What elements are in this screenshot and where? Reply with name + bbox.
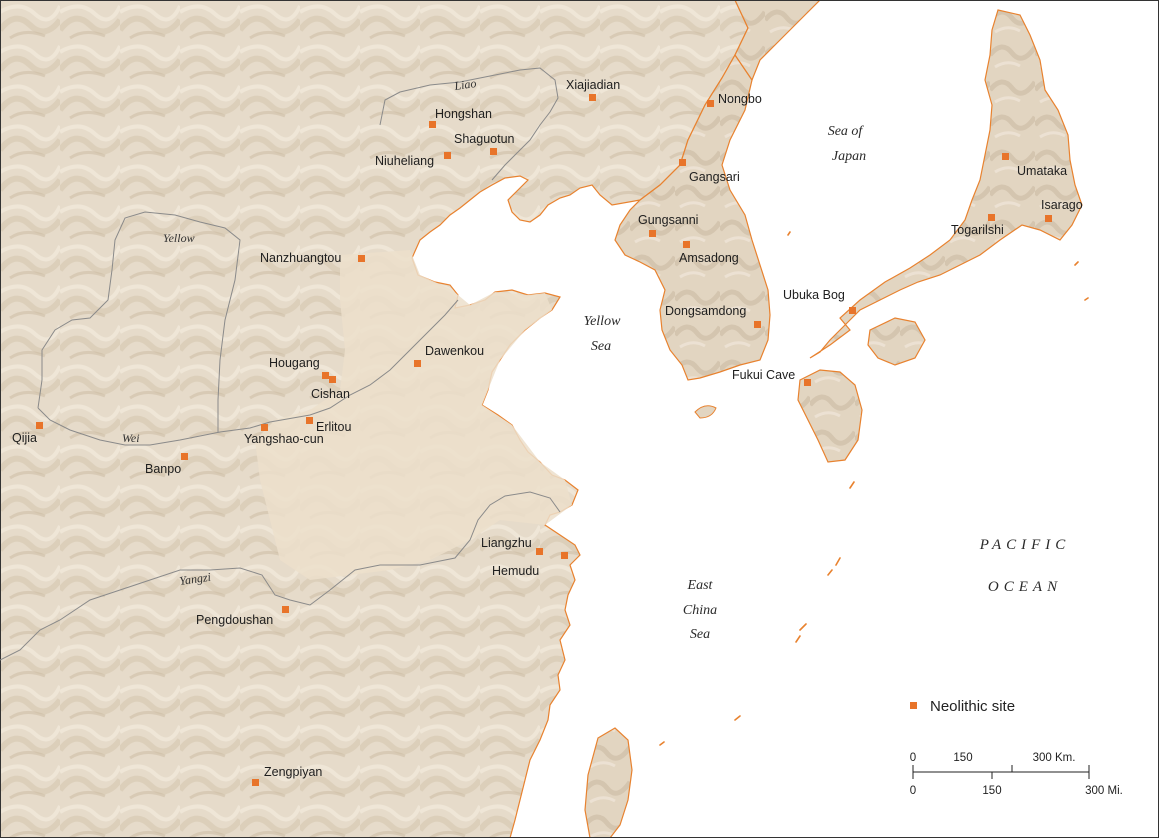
scale-bar: [912, 765, 1090, 779]
east-china-sea-label-1: East: [687, 578, 714, 593]
site-label-niuheliang: Niuheliang: [375, 154, 434, 168]
site-label-gangsari: Gangsari: [689, 170, 740, 184]
site-label-hemudu: Hemudu: [492, 564, 539, 578]
site-label-qijia: Qijia: [12, 431, 37, 445]
site-marker-xiajiadian[interactable]: [589, 94, 596, 101]
legend-site-marker: [910, 702, 917, 709]
yangzi-river-label: Yangzi: [178, 570, 211, 588]
site-label-isarago: Isarago: [1041, 198, 1083, 212]
site-markers: [36, 94, 1052, 786]
ryukyu-islands: [659, 231, 1089, 746]
site-label-banpo: Banpo: [145, 462, 181, 476]
site-marker-hougang[interactable]: [322, 372, 329, 379]
site-label-umataka: Umataka: [1017, 164, 1067, 178]
site-marker-zengpiyan[interactable]: [252, 779, 259, 786]
site-marker-qijia[interactable]: [36, 422, 43, 429]
site-marker-togarilshi[interactable]: [988, 214, 995, 221]
site-marker-yangshao-cun[interactable]: [261, 424, 268, 431]
legend: Neolithic site: [910, 698, 1015, 715]
site-label-amsadong: Amsadong: [679, 251, 739, 265]
north-china-plain: [255, 250, 572, 580]
liao-river-line: [379, 67, 559, 181]
site-label-zengpiyan: Zengpiyan: [264, 765, 322, 779]
site-marker-dongsamdong[interactable]: [754, 321, 761, 328]
site-label-fukui-cave: Fukui Cave: [732, 368, 795, 382]
site-marker-gungsanni[interactable]: [649, 230, 656, 237]
jeju-island: [694, 405, 717, 419]
site-label-pengdoushan: Pengdoushan: [196, 613, 273, 627]
yellow-river-line: [37, 299, 459, 446]
site-label-dongsamdong: Dongsamdong: [665, 304, 746, 318]
site-label-hongshan: Hongshan: [435, 107, 492, 121]
site-label-togarilshi: Togarilshi: [951, 223, 1004, 237]
site-label-liangzhu: Liangzhu: [481, 536, 532, 550]
korea-peninsula: [614, 53, 771, 381]
legend-label: Neolithic site: [930, 698, 1015, 715]
yellow-river-loop: [37, 211, 241, 432]
sea-of-japan-label-2: Japan: [832, 149, 866, 164]
russian-coast: [734, 0, 821, 82]
site-label-dawenkou: Dawenkou: [425, 344, 484, 358]
site-marker-gangsari[interactable]: [679, 159, 686, 166]
site-marker-erlitou[interactable]: [306, 417, 313, 424]
site-label-shaguotun: Shaguotun: [454, 132, 515, 146]
pacific-label-2: OCEAN: [988, 579, 1062, 595]
site-label-nanzhuangtou: Nanzhuangtou: [260, 251, 341, 265]
site-marker-cishan[interactable]: [329, 376, 336, 383]
yangzi-river-line: [0, 491, 561, 661]
pacific-label-1: PACIFIC: [979, 537, 1071, 553]
site-marker-hemudu[interactable]: [561, 552, 568, 559]
japan-shikoku: [867, 317, 926, 366]
scale-mi-0: 0: [910, 785, 916, 797]
site-label-nongbo: Nongbo: [718, 92, 762, 106]
site-marker-niuheliang[interactable]: [444, 152, 451, 159]
taiwan: [584, 727, 633, 838]
site-marker-pengdoushan[interactable]: [282, 606, 289, 613]
wei-river-label: Wei: [122, 431, 140, 445]
scale-mi-300: 300 Mi.: [1085, 785, 1123, 797]
site-marker-nongbo[interactable]: [707, 100, 714, 107]
site-marker-banpo[interactable]: [181, 453, 188, 460]
scale-km-300: 300 Km.: [1033, 752, 1076, 764]
site-label-erlitou: Erlitou: [316, 420, 351, 434]
scale-km-0: 0: [910, 752, 916, 764]
yellow-river-label: Yellow: [163, 231, 195, 245]
site-marker-shaguotun[interactable]: [490, 148, 497, 155]
site-label-hougang: Hougang: [269, 356, 320, 370]
site-marker-ubuka-bog[interactable]: [849, 307, 856, 314]
east-china-sea-label-3: Sea: [690, 627, 710, 642]
site-label-ubuka-bog: Ubuka Bog: [783, 288, 845, 302]
site-label-cishan: Cishan: [311, 387, 350, 401]
site-marker-liangzhu[interactable]: [536, 548, 543, 555]
site-label-yangshao-cun: Yangshao-cun: [244, 432, 324, 446]
yellow-sea-label-1: Yellow: [584, 314, 621, 329]
site-label-xiajiadian: Xiajiadian: [566, 78, 620, 92]
scale-mi-150: 150: [982, 785, 1001, 797]
liao-river-label: Liao: [452, 76, 477, 93]
site-label-gungsanni: Gungsanni: [638, 213, 698, 227]
east-china-sea-label-2: China: [683, 603, 717, 618]
site-marker-nanzhuangtou[interactable]: [358, 255, 365, 262]
site-marker-umataka[interactable]: [1002, 153, 1009, 160]
scale-km-150: 150: [953, 752, 972, 764]
sea-of-japan-label-1: Sea of: [828, 124, 865, 139]
site-marker-amsadong[interactable]: [683, 241, 690, 248]
site-marker-hongshan[interactable]: [429, 121, 436, 128]
site-marker-isarago[interactable]: [1045, 215, 1052, 222]
japan-honshu: [809, 9, 1083, 359]
site-marker-fukui-cave[interactable]: [804, 379, 811, 386]
yellow-sea-label-2: Sea: [591, 339, 611, 354]
site-marker-dawenkou[interactable]: [414, 360, 421, 367]
japan-kyushu: [797, 369, 863, 463]
